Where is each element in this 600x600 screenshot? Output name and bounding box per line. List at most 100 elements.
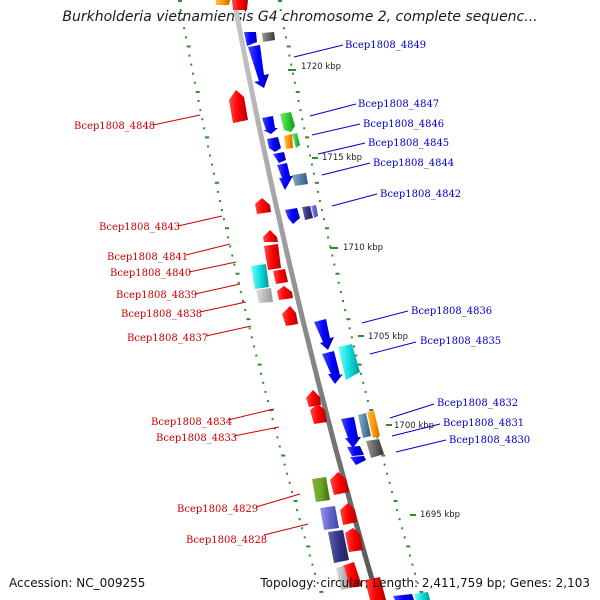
leader-line <box>199 301 247 313</box>
tick-dot <box>348 327 351 330</box>
tick-dot <box>248 327 251 330</box>
gene-arrow-4844 <box>292 173 308 186</box>
tick-dot <box>306 545 311 548</box>
gene-label-4847: Bcep1808_4847 <box>358 99 439 110</box>
gene-label-4841: Bcep1808_4841 <box>107 252 188 263</box>
tick-dot <box>293 500 298 502</box>
tick-dot <box>298 518 301 521</box>
tick-dot <box>342 300 344 302</box>
leader-line <box>331 193 378 207</box>
tick-dot <box>278 445 281 448</box>
tick-dot <box>383 463 386 466</box>
tick-dot <box>366 400 369 402</box>
gene-arrow-4831 <box>366 439 384 458</box>
tick-dot <box>291 490 294 493</box>
tick-dot <box>293 81 296 84</box>
gene-label-4844: Bcep1808_4844 <box>373 158 454 169</box>
tick-dot <box>388 481 391 484</box>
gene-arrow-4842b <box>302 206 313 220</box>
gene-label-4834: Bcep1808_4834 <box>151 417 232 428</box>
gene-arrow-4849 <box>248 45 269 88</box>
gene-arrow-4837 <box>282 306 298 326</box>
gene-track <box>216 0 430 600</box>
leader-line <box>185 243 231 256</box>
leader-line <box>317 142 366 155</box>
tick-dot <box>346 318 351 321</box>
leader-line <box>309 103 357 117</box>
gene-arrow-4832b <box>358 413 371 438</box>
tick-dot <box>398 518 401 521</box>
gene-arrow-4841 <box>263 230 278 242</box>
leader-line <box>227 408 275 421</box>
gene-arrow-4830a <box>347 446 364 456</box>
kbp-label: 1695 kbp <box>420 510 460 520</box>
gene-arrow-bottom-cyan <box>414 592 430 600</box>
tick-dot <box>208 154 211 157</box>
tick-dot <box>253 345 256 348</box>
left-gene-labels: Bcep1808_4848 Bcep1808_4843 Bcep1808_484… <box>74 114 309 546</box>
tick-dot <box>281 18 284 21</box>
tick-dot <box>308 554 311 557</box>
gene-label-4838: Bcep1808_4838 <box>121 309 202 320</box>
tick-dot <box>284 36 287 39</box>
gene-arrow-red-mid2 <box>277 286 293 300</box>
tick-dot <box>305 136 310 139</box>
tick-dot <box>337 281 340 284</box>
kbp-label: 1700 kbp <box>394 421 434 431</box>
kbp-scale: 1720 kbp 1715 kbp 1710 kbp 1705 kbp 1700… <box>288 62 460 520</box>
tick-dot <box>353 345 356 348</box>
tick-dot <box>283 27 286 30</box>
tick-dot <box>283 463 286 466</box>
tick-dot <box>359 372 362 375</box>
gene-arrow-4835a <box>322 351 343 384</box>
leader-line <box>391 423 441 437</box>
gene-label-4833: Bcep1808_4833 <box>156 433 237 444</box>
tick-dot <box>369 409 374 412</box>
tick-dot <box>295 90 300 93</box>
tick-dot <box>186 45 191 48</box>
tick-dot <box>357 363 362 366</box>
leader-line <box>188 261 237 273</box>
gene-arrow-4839 <box>251 264 269 289</box>
tick-dot <box>214 181 219 184</box>
tick-dot <box>320 209 323 212</box>
topology-text: Topology: circular; Length: 2,411,759 bp… <box>260 576 590 590</box>
tick-dot <box>411 563 414 566</box>
tick-dot <box>255 354 258 357</box>
tick-dot <box>408 554 411 557</box>
tick-dot <box>286 45 291 48</box>
tick-dot <box>188 54 191 57</box>
leader-line <box>311 123 361 136</box>
accession-text: Accession: NC_009255 <box>9 576 146 590</box>
tick-dot <box>231 254 234 257</box>
gene-arrow-red-low <box>340 503 357 525</box>
tick-dot <box>314 572 317 575</box>
tick-dot <box>259 372 262 375</box>
tick-dot <box>316 190 319 193</box>
tick-dot <box>303 127 306 130</box>
tick-dot <box>218 200 221 202</box>
tick-dot <box>210 163 213 166</box>
gene-arrow-red <box>232 0 248 10</box>
tick-dot <box>183 27 186 30</box>
gene-arrow-4843 <box>255 198 271 214</box>
gene-arrow-4828b <box>345 528 363 552</box>
tick-dot <box>220 209 223 212</box>
gene-arrow-4832c <box>367 411 380 438</box>
tick-dot <box>301 118 304 121</box>
gene-label-4849: Bcep1808_4849 <box>345 40 426 51</box>
gene-arrow-4845a <box>284 134 293 149</box>
gene-arrow-4832a <box>341 417 361 448</box>
gene-label-4843: Bcep1808_4843 <box>99 222 180 233</box>
tick-dot <box>339 290 342 293</box>
gene-arrow-blue <box>244 32 257 46</box>
gene-arrow-4836 <box>314 319 334 350</box>
tick-dot <box>401 527 404 530</box>
tick-dot <box>181 18 184 21</box>
gene-label-4836: Bcep1808_4836 <box>411 306 492 317</box>
tick-dot <box>239 290 242 293</box>
tick-dot <box>290 63 293 66</box>
tick-dot <box>318 200 321 202</box>
leader-line <box>255 493 301 508</box>
gene-arrow-gray-bottom <box>336 566 350 590</box>
